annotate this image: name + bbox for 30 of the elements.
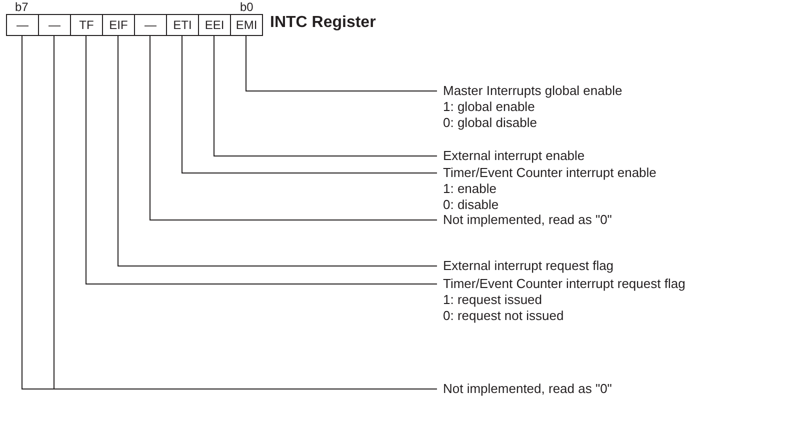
bit-description: Timer/Event Counter interrupt enable xyxy=(443,165,656,181)
bit-field-cell: — xyxy=(38,14,71,36)
bit-number: b7 xyxy=(15,0,28,14)
bit-field-cell: — xyxy=(134,14,167,36)
value-note: 0: request not issued xyxy=(443,308,565,324)
bit-field-cell: ETI xyxy=(166,14,199,36)
bit-number: b0 xyxy=(240,0,254,14)
bit-description: Master Interrupts global enable xyxy=(443,83,622,99)
bit-description: Not implemented, read as "0" xyxy=(443,381,612,397)
bit-field-cell: EEI xyxy=(198,14,231,36)
bit-description: Timer/Event Counter interrupt request flag xyxy=(443,276,686,292)
value-note: 1: enable xyxy=(443,181,498,197)
leader-line xyxy=(214,34,438,156)
value-note: 0: disable xyxy=(443,197,500,213)
bit-field-cell: TF xyxy=(70,14,103,36)
leader-line xyxy=(246,34,438,92)
leader-line xyxy=(150,34,438,220)
bit-description: External interrupt enable xyxy=(443,148,585,164)
leader-line xyxy=(182,34,438,174)
bit-field-cell: EIF xyxy=(102,14,135,36)
bit-description: Not implemented, read as "0" xyxy=(443,212,612,228)
bit-field-cell: — xyxy=(6,14,39,36)
leader-line xyxy=(118,34,438,266)
leader-line xyxy=(86,34,438,284)
value-note: 1: global enable xyxy=(443,99,536,115)
value-note: 1: request issued xyxy=(443,292,544,308)
bit-field-cell: EMI xyxy=(230,14,263,36)
register-title: INTC Register xyxy=(270,14,376,32)
value-note: 0: global disable xyxy=(443,115,538,131)
bit-description: External interrupt request flag xyxy=(443,258,614,274)
